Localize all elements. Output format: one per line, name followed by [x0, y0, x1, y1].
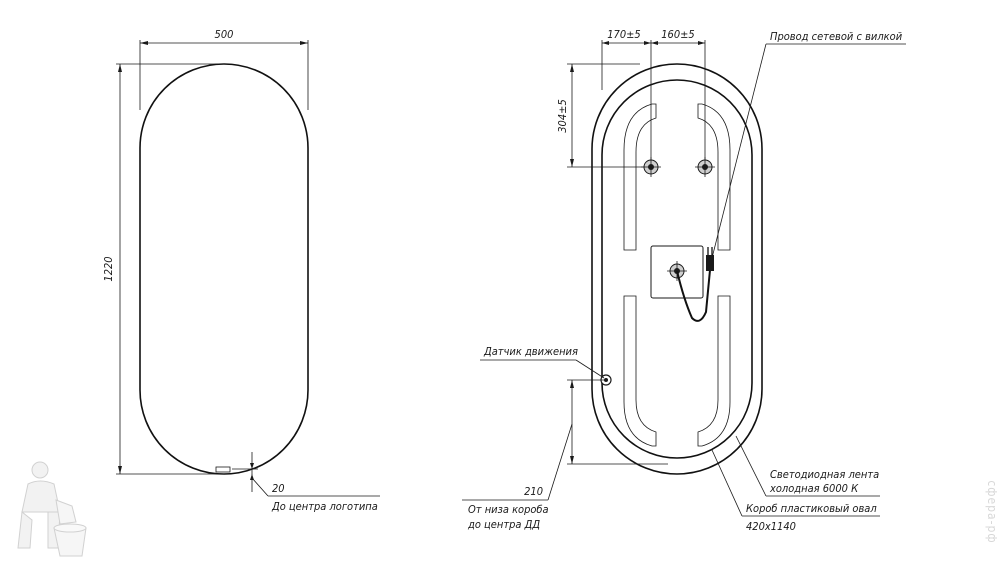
- dim-vertical-top: 304±5: [556, 99, 569, 132]
- dim-right-top: 160±5: [661, 28, 694, 41]
- logo-mark: [215, 466, 231, 473]
- sensor-label: Датчик движения: [483, 345, 578, 358]
- box-label-1: Короб пластиковый овал: [746, 502, 877, 515]
- back-outer-oval: [591, 63, 763, 475]
- logo-offset-label: До центра логотипа: [271, 500, 378, 513]
- cable-label: Провод сетевой с вилкой: [770, 30, 903, 43]
- box-label-2: 420х1140: [746, 520, 796, 533]
- bottom-dim-label-1: От низа короба: [468, 503, 549, 516]
- front-width-dim: 500: [215, 28, 234, 41]
- led-strip: [623, 103, 731, 447]
- bottom-dim: 210: [524, 485, 543, 498]
- bottom-dim-label-2: до центра ДД: [467, 518, 540, 531]
- led-label-2: холодная 6000 К: [769, 482, 859, 495]
- front-view: 500 1220 20 До центра логотипа: [102, 28, 380, 513]
- dim-left-top: 170±5: [607, 28, 640, 41]
- back-view: 170±5 160±5 304±5 Провод сетевой с вилко…: [462, 28, 906, 533]
- driver-box: [650, 245, 704, 299]
- back-inner-box: [601, 79, 753, 459]
- power-cable: [676, 269, 711, 322]
- front-height-dim: 1220: [102, 256, 115, 281]
- front-mirror-outline: [139, 63, 309, 475]
- mount-hole-right: [695, 157, 715, 177]
- watermark: сфера-рф: [985, 480, 999, 543]
- led-label-1: Светодиодная лента: [770, 468, 879, 481]
- logo-offset-dim: 20: [272, 482, 285, 495]
- power-plug-icon: [706, 247, 714, 271]
- plumber-mascot-icon: [17, 461, 87, 557]
